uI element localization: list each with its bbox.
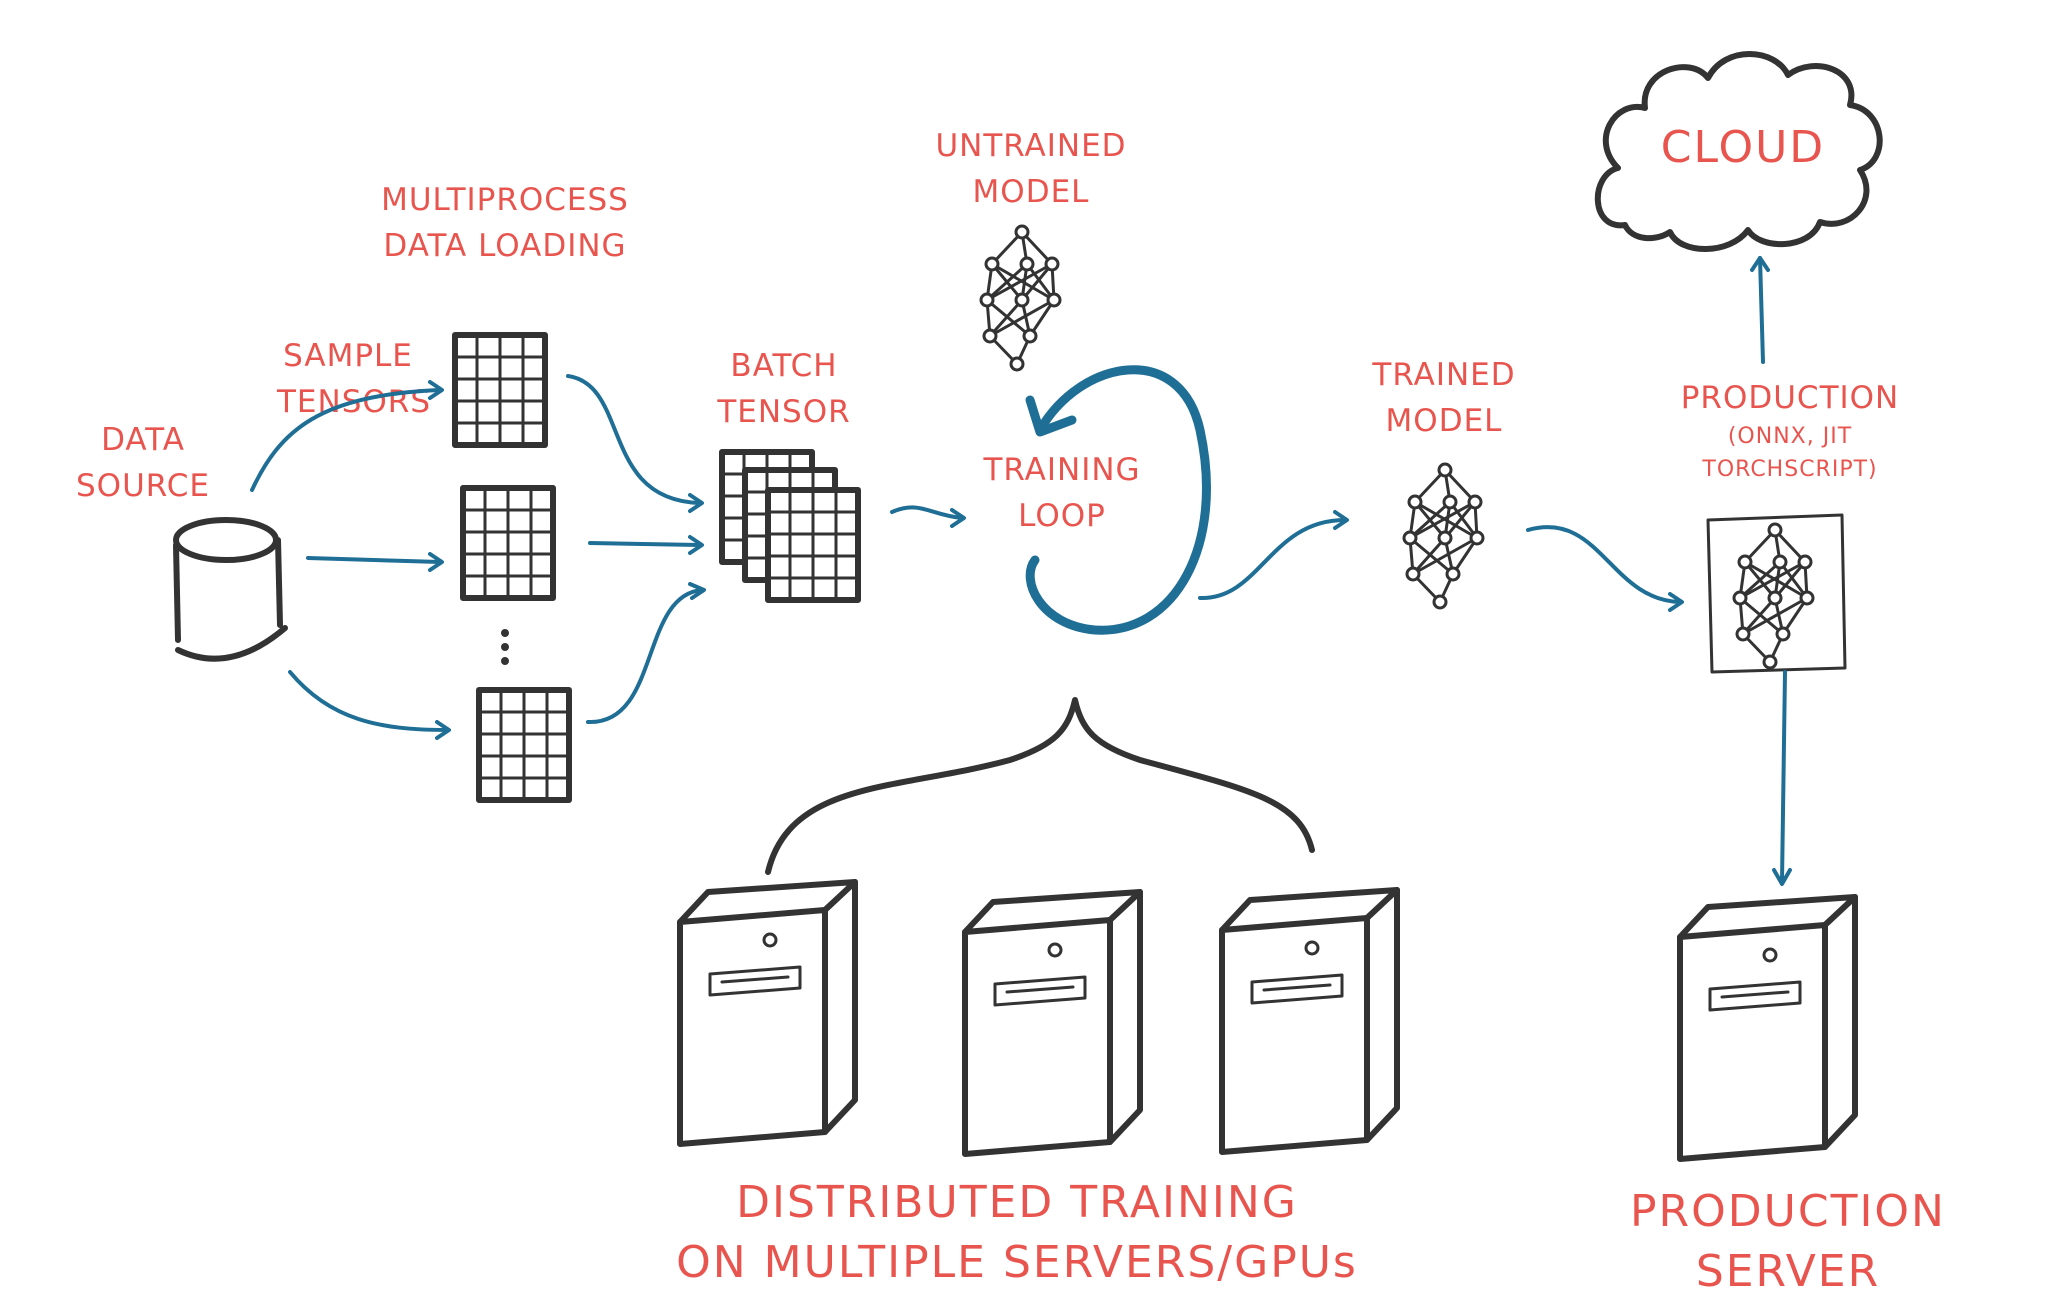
svg-text:ON MULTIPLE SERVERS/GPUs: ON MULTIPLE SERVERS/GPUs <box>676 1237 1358 1288</box>
production-label: PRODUCTION (ONNX, JIT TORCHSCRIPT) <box>1681 380 1900 482</box>
ellipsis-dots <box>501 629 509 665</box>
svg-text:DISTRIBUTED TRAINING: DISTRIBUTED TRAINING <box>736 1177 1298 1228</box>
svg-text:(ONNX, JIT: (ONNX, JIT <box>1728 424 1852 449</box>
flow-arrows <box>250 256 1792 886</box>
production-server-label: PRODUCTION SERVER <box>1630 1186 1946 1297</box>
brace-icon <box>765 697 1315 875</box>
svg-text:SERVER: SERVER <box>1696 1246 1880 1297</box>
svg-text:PRODUCTION: PRODUCTION <box>1630 1186 1946 1237</box>
server-tower-icon <box>680 882 855 1144</box>
tensor-grid-icon <box>479 690 569 800</box>
database-icon <box>173 517 288 662</box>
svg-text:MODEL: MODEL <box>1386 403 1503 439</box>
svg-text:TRAINED: TRAINED <box>1371 357 1515 393</box>
distributed-training-label: DISTRIBUTED TRAINING ON MULTIPLE SERVERS… <box>676 1177 1358 1288</box>
svg-text:TENSOR: TENSOR <box>716 394 850 430</box>
cloud-icon <box>1594 51 1883 252</box>
untrained-model-label: UNTRAINED MODEL <box>935 128 1126 210</box>
svg-text:TRAINING: TRAINING <box>982 452 1140 488</box>
svg-text:BATCH: BATCH <box>730 348 837 384</box>
svg-text:PRODUCTION: PRODUCTION <box>1681 380 1900 416</box>
cloud-label: CLOUD <box>1661 122 1825 173</box>
server-tower-icon <box>1222 890 1397 1152</box>
svg-text:MULTIPROCESS: MULTIPROCESS <box>381 182 629 218</box>
svg-text:DATA: DATA <box>101 422 185 458</box>
training-loop-label: TRAINING LOOP <box>982 452 1140 534</box>
svg-text:SAMPLE: SAMPLE <box>283 338 413 374</box>
trained-model-label: TRAINED MODEL <box>1371 357 1515 439</box>
svg-text:SOURCE: SOURCE <box>76 468 210 504</box>
server-tower-icon <box>965 892 1140 1154</box>
tensor-grid-icon <box>463 488 553 598</box>
svg-text:DATA LOADING: DATA LOADING <box>383 228 626 264</box>
svg-text:TORCHSCRIPT): TORCHSCRIPT) <box>1701 457 1877 482</box>
svg-text:LOOP: LOOP <box>1018 498 1106 534</box>
data-source-label: DATA SOURCE <box>76 422 210 504</box>
svg-text:UNTRAINED: UNTRAINED <box>935 128 1126 164</box>
production-model-icon <box>1706 513 1847 674</box>
neural-network-icon <box>1402 462 1485 610</box>
sample-tensors-label: SAMPLE TENSORS <box>276 338 430 420</box>
batch-tensor-label: BATCH TENSOR <box>716 348 850 430</box>
tensor-grid-icon <box>455 335 545 445</box>
svg-text:MODEL: MODEL <box>973 174 1090 210</box>
multiprocess-data-loading-label: MULTIPROCESS DATA LOADING <box>381 182 629 264</box>
batch-tensor-icon <box>722 452 858 600</box>
server-tower-icon <box>1680 897 1855 1159</box>
training-loop-arrow <box>1025 365 1211 635</box>
neural-network-icon <box>979 224 1062 372</box>
